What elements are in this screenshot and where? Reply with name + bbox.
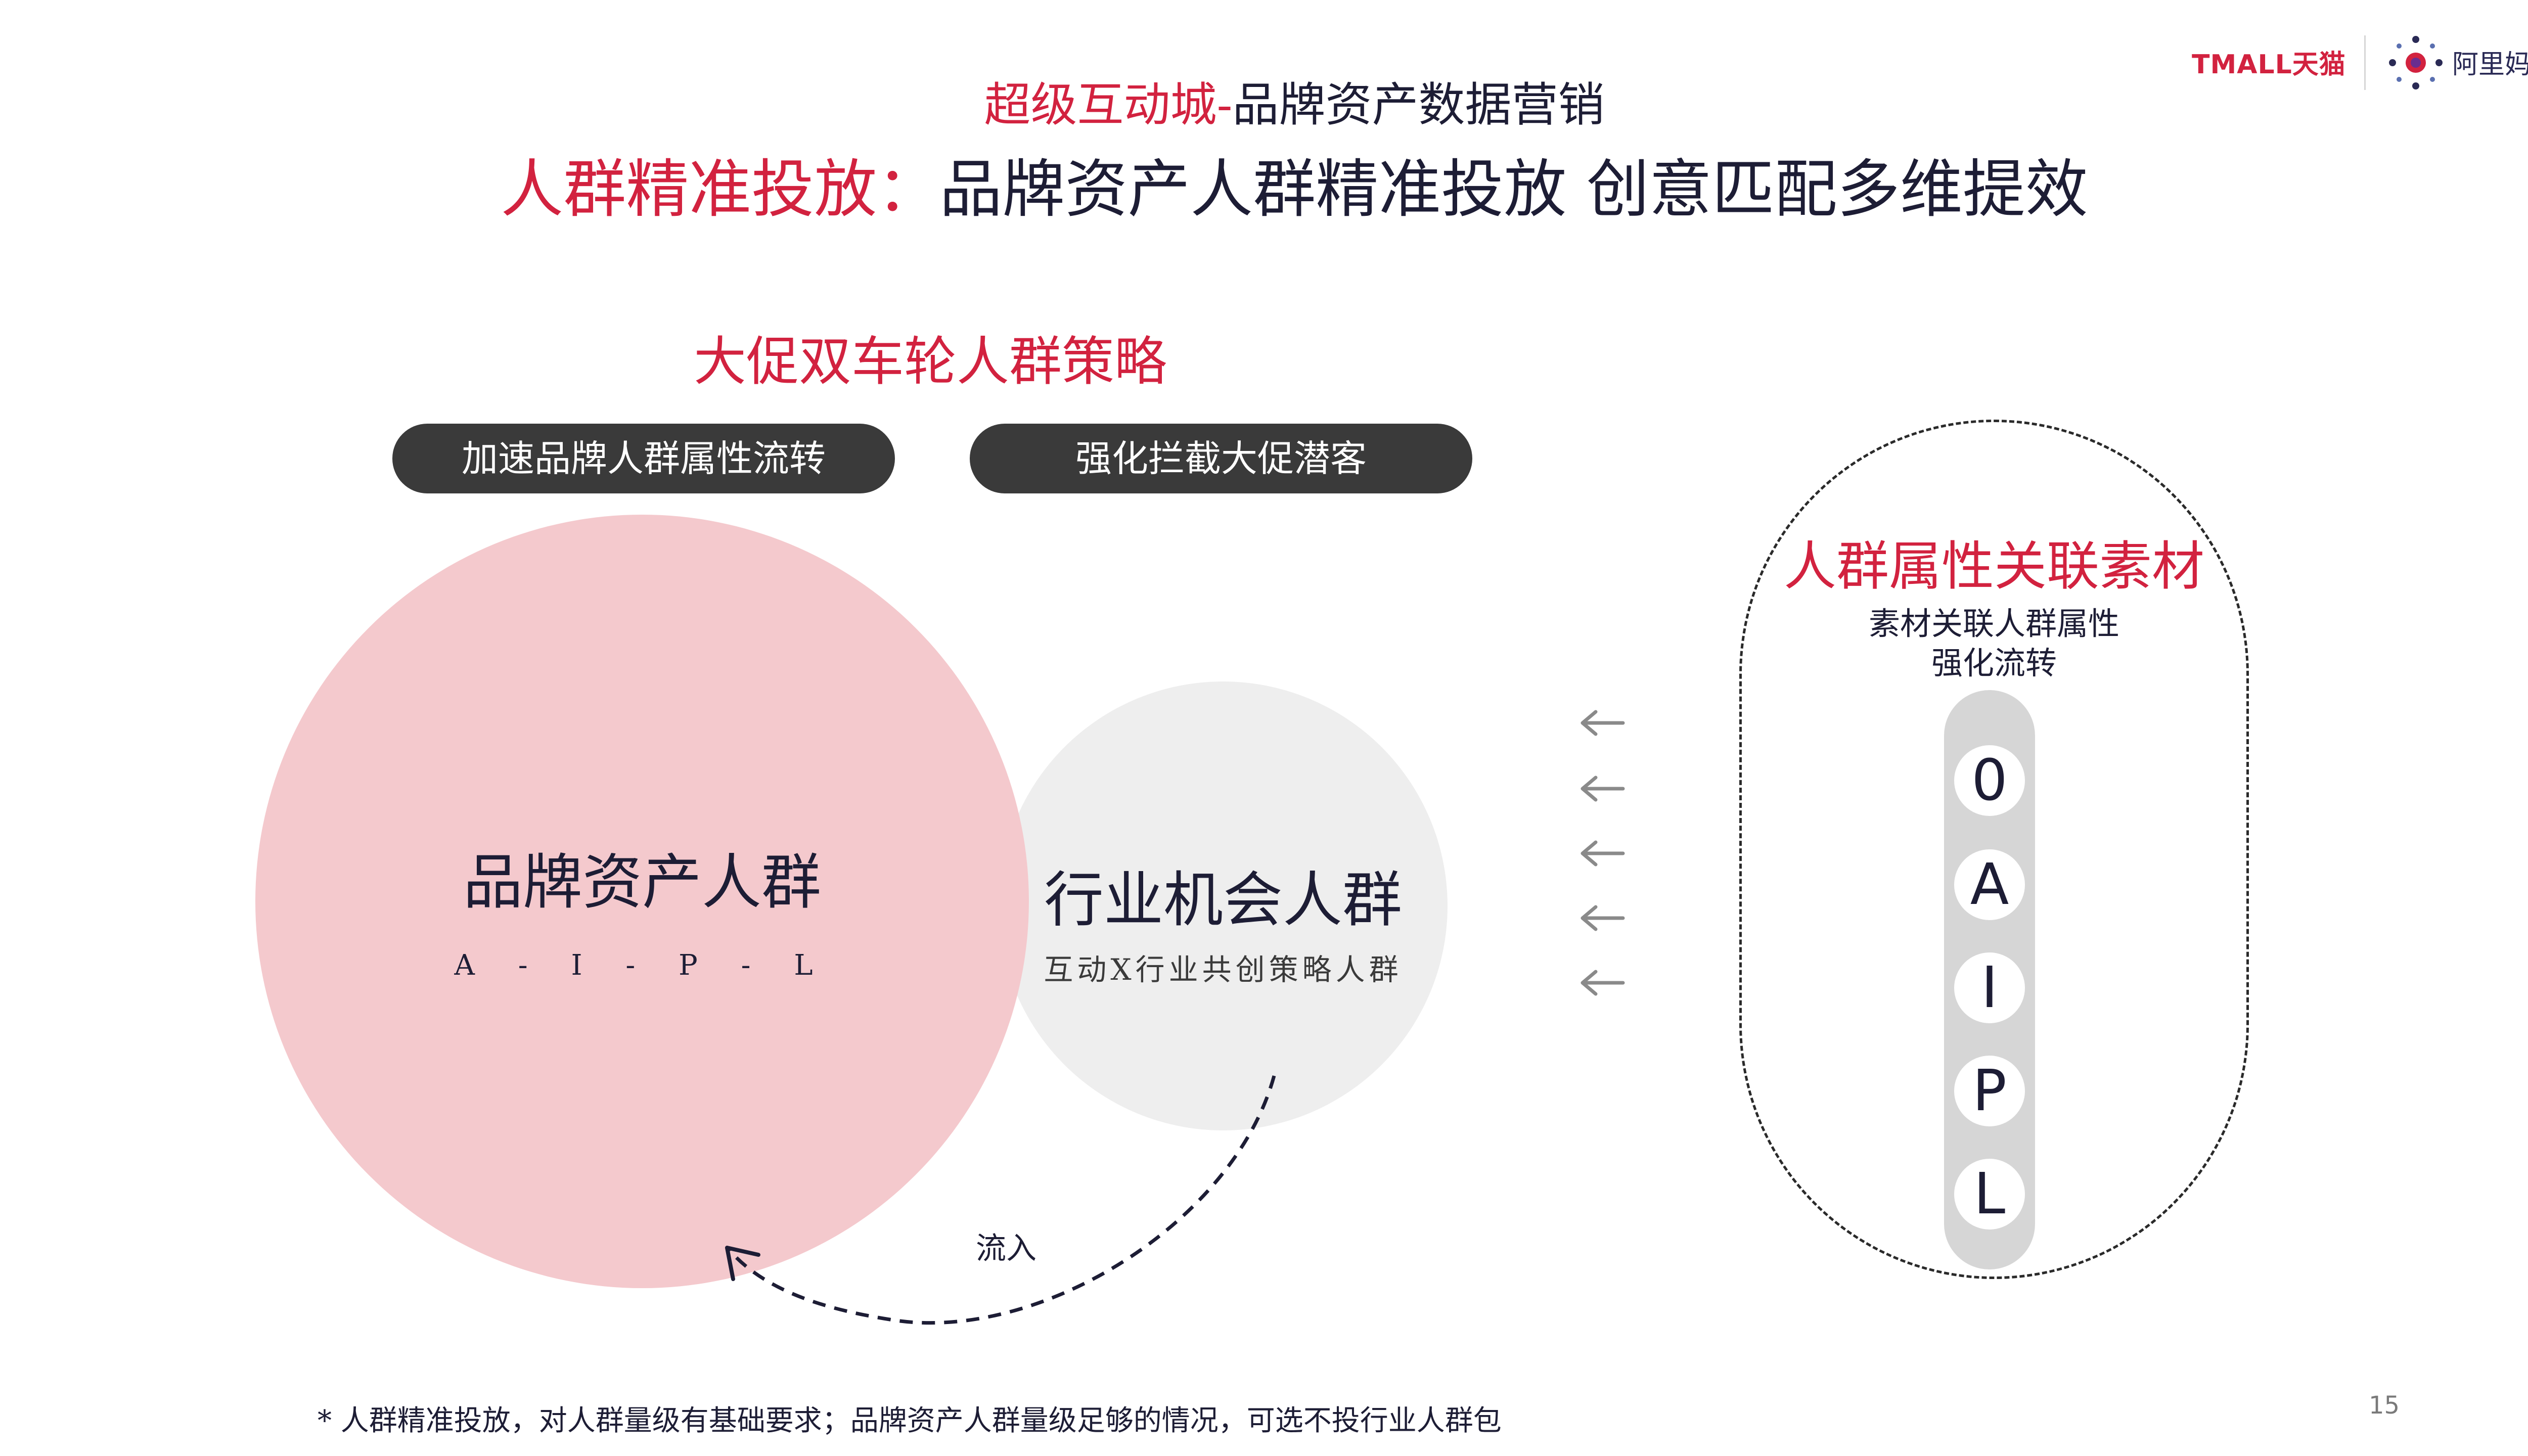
material-capsule-title: 人群属性关联素材 [1783, 535, 2204, 597]
oaipl-letter-o: 0 [1954, 745, 2025, 816]
oaipl-letter-l: L [1954, 1159, 2025, 1230]
inflow-label: 流入 [976, 1231, 1036, 1266]
arrow-left-icon [1581, 905, 1625, 931]
logo-divider [2364, 35, 2366, 90]
arrow-left-icon [1581, 840, 1625, 867]
page-title: 超级互动城-品牌资产数据营销 [0, 75, 2528, 135]
brand-asset-audience-label: 品牌资产人群 [463, 847, 821, 917]
industry-audience-sub: 互动X行业共创策略人群 [1044, 952, 1403, 987]
tmall-logo: TMALL天猫 [2192, 50, 2346, 80]
oaipl-letter-p: P [1954, 1056, 2025, 1126]
industry-audience-label: 行业机会人群 [1044, 865, 1402, 935]
strategy-pill-accelerate: 加速品牌人群属性流转 [392, 424, 895, 493]
alimama-logo-icon [2389, 36, 2443, 89]
page-subtitle-red: 人群精准投放： [501, 153, 940, 226]
page-title-red: 超级互动城- [984, 78, 1233, 132]
brand-asset-audience-sub: A - I - P - L [454, 949, 830, 982]
industry-audience-circle [999, 681, 1448, 1130]
material-capsule [1739, 420, 2249, 1279]
arrow-left-icon [1581, 776, 1625, 802]
strategy-heading: 大促双车轮人群策略 [693, 331, 1167, 392]
page-title-dark: 品牌资产数据营销 [1232, 78, 1605, 132]
page-number: 15 [2369, 1391, 2400, 1420]
brand-asset-audience-circle [255, 515, 1029, 1288]
arrow-left-icon [1581, 710, 1625, 736]
footnote: * 人群精准投放，对人群量级有基础要求；品牌资产人群量级足够的情况，可选不投行业… [318, 1404, 1502, 1437]
page-subtitle: 人群精准投放：品牌资产人群精准投放 创意匹配多维提效 [0, 152, 2528, 228]
oaipl-letter-i: I [1954, 952, 2025, 1023]
oaipl-letter-a: A [1954, 849, 2025, 920]
material-capsule-subtitle-line1: 素材关联人群属性 [1868, 605, 2119, 642]
page-subtitle-dark: 品牌资产人群精准投放 创意匹配多维提效 [939, 153, 2088, 226]
alimama-logo-text: 阿里妈妈 [2452, 50, 2528, 80]
material-capsule-subtitle: 素材关联人群属性 强化流转 [1739, 604, 2249, 683]
strategy-pill-intercept: 强化拦截大促潜客 [970, 424, 1472, 493]
arrow-left-icon [1581, 970, 1625, 996]
material-capsule-subtitle-line2: 强化流转 [1931, 645, 2057, 681]
